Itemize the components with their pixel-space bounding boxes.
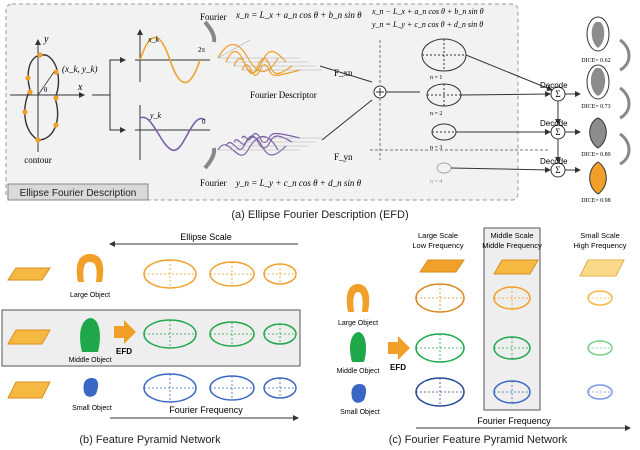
n-label-3: n = 3 (430, 145, 442, 151)
efd-label-box (7, 183, 149, 201)
c-feature-low (419, 259, 465, 273)
descriptor-label: Fourier Descriptor (250, 90, 317, 100)
equation-x: x_n = L_x + a_n cos θ + b_n sin θ (235, 10, 362, 20)
dashed-feed-lines (370, 40, 550, 160)
axis-y-label: y (43, 34, 49, 45)
equation-y: y_n = L_y + c_n cos θ + d_n sin θ (235, 178, 362, 188)
panel-a: Ellipse Fourier Description y x θ (x_k, … (5, 3, 631, 221)
c-feature-high (579, 259, 625, 277)
caption-b: (b) Feature Pyramid Network (79, 434, 221, 446)
panel-c: Large Scale Low Frequency Middle Scale M… (337, 227, 631, 446)
b-large-object-label: Large Object (70, 292, 110, 299)
b-feature-small (7, 381, 51, 399)
fx-arrow (319, 65, 373, 83)
fourier-bottom-label: Fourier (200, 178, 227, 188)
b-feature-large (7, 267, 51, 281)
efd-box-label: Ellipse Fourier Description (20, 188, 137, 199)
two-pi-top: 2π (198, 46, 206, 54)
point-label: (x_k, y_k) (62, 64, 97, 74)
yk-label: y_k (149, 111, 162, 120)
xk-wave (139, 36, 201, 84)
equation-system-1: x_n − L_x + a_n cos θ + b_n sin θ (371, 7, 484, 16)
branch-bottom-arrow (109, 95, 126, 133)
b-feature-middle (7, 329, 51, 345)
b-middle-object-shape (80, 318, 100, 352)
c-efd-label: EFD (390, 363, 406, 372)
dice-label-4: DICE= 0.98 (581, 198, 610, 204)
sigma-2: Σ (555, 127, 560, 137)
caption-a: (a) Ellipse Fourier Description (EFD) (231, 209, 408, 221)
c-large-object-shape (346, 284, 370, 312)
dice-label-2: DICE= 0.73 (581, 104, 610, 110)
ellipse-scale-label: Ellipse Scale (180, 232, 232, 242)
c-header-3a: Small Scale (580, 231, 620, 240)
c-small-object-label: Small Object (340, 409, 380, 416)
b-small-object-shape (83, 378, 99, 397)
n-label-1: n = 1 (430, 75, 442, 81)
fy-arrow (321, 99, 373, 141)
fy-label: F_yn (334, 152, 353, 162)
theta-label: θ (44, 86, 48, 94)
axis-x-label: x (77, 82, 83, 93)
branch-top-arrow (92, 57, 126, 96)
dice-shapes (586, 16, 610, 195)
dice-label-3: DICE= 0.89 (581, 152, 610, 158)
fourier-bottom-curved-arrow (203, 147, 217, 170)
orange-wave-axes (217, 39, 322, 71)
b-small-object-label: Small Object (72, 405, 112, 412)
sigma-3: Σ (555, 165, 560, 175)
n-label-2: n = 2 (430, 111, 442, 117)
b-efd-label: EFD (116, 347, 132, 356)
c-middle-object-shape (350, 332, 366, 362)
purple-wave-axes (218, 137, 322, 151)
c-large-object-label: Large Object (338, 320, 378, 327)
dice-curved-arrows (619, 38, 631, 166)
contour-label: contour (24, 155, 52, 165)
decode-label-1: Decode (540, 81, 568, 90)
decode-label-2: Decode (540, 119, 568, 128)
contour-points (22, 52, 59, 143)
efd-background-box (5, 3, 519, 201)
xk-label: x_k (147, 35, 160, 44)
dice-label-1: DICE= 0.62 (581, 58, 610, 64)
b-highlight-box (1, 309, 301, 367)
c-header-2a: Middle Scale (491, 231, 534, 240)
c-efd-arrow (388, 336, 410, 360)
c-feature-mid (493, 259, 539, 275)
b-middle-object-label: Middle Object (69, 357, 112, 364)
fourier-top-curved-arrow (203, 20, 217, 43)
zero-label: 0 (202, 118, 206, 126)
c-highlight-box (483, 227, 541, 411)
c-header-2b: Middle Frequency (482, 241, 542, 250)
c-header-1b: Low Frequency (412, 241, 464, 250)
c-fourier-frequency-label: Fourier Frequency (477, 416, 551, 426)
b-efd-arrow (114, 320, 136, 344)
fourier-top-label: Fourier (200, 12, 227, 22)
radius-line (37, 71, 55, 96)
c-middle-object-label: Middle Object (337, 368, 380, 375)
c-header-1a: Large Scale (418, 231, 458, 240)
ellipse-to-sigma-lines (386, 54, 553, 173)
sigma-1: Σ (555, 89, 560, 99)
c-small-object-shape (351, 384, 367, 403)
b-large-object-shape (76, 254, 104, 282)
yk-wave (139, 116, 206, 151)
b-fourier-frequency-label: Fourier Frequency (169, 405, 243, 415)
decode-label-3: Decode (540, 157, 568, 166)
equation-system-2: y_n = L_y + c_n cos θ + d_n sin θ (371, 20, 483, 29)
panel-b: Ellipse Scale Large Object Middle Object… (1, 232, 301, 446)
c-header-3b: High Frequency (574, 241, 627, 250)
caption-c: (c) Fourier Feature Pyramid Network (389, 434, 568, 446)
n-label-4: n = 4 (430, 179, 442, 185)
